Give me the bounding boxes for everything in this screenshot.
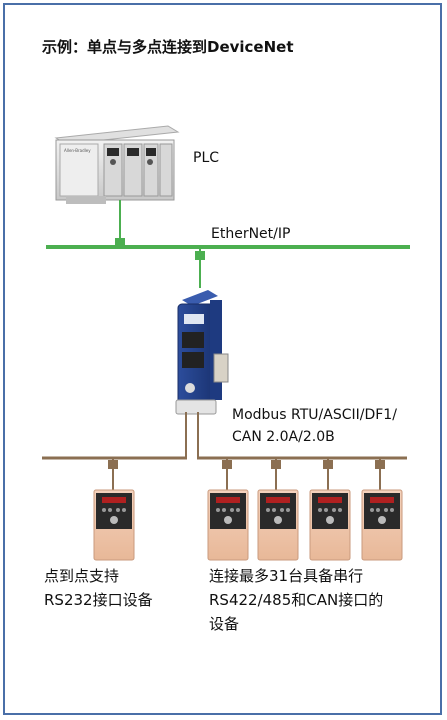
ethernet-label: EtherNet/IP xyxy=(211,226,291,242)
gateway-protocols-label: Modbus RTU/ASCII/DF1/ CAN 2.0A/2.0B xyxy=(232,404,397,448)
multi-point-line1: 连接最多31台具备串行 xyxy=(209,567,364,585)
multi-point-line2: RS422/485和CAN接口的 xyxy=(209,591,384,609)
drive-point-to-point xyxy=(93,489,135,561)
gateway-protocols-line1: Modbus RTU/ASCII/DF1/ xyxy=(232,407,397,423)
drive-drops xyxy=(108,458,385,490)
diagram-frame xyxy=(3,3,442,715)
diagram-title: 示例：单点与多点连接到DeviceNet xyxy=(42,38,294,56)
drive-multi-2 xyxy=(257,489,299,561)
plc-label: PLC xyxy=(193,150,220,166)
plc-brand-text: Allen-Bradley xyxy=(64,148,91,153)
point-to-point-line2: RS232接口设备 xyxy=(44,591,153,609)
drive-multi-1 xyxy=(207,489,249,561)
drive-multi-3 xyxy=(309,489,351,561)
plc-ethernet-connector xyxy=(115,238,125,247)
point-to-point-label: 点到点支持 RS232接口设备 xyxy=(44,564,153,612)
drive-multi-4 xyxy=(361,489,403,561)
multi-point-label: 连接最多31台具备串行 RS422/485和CAN接口的 设备 xyxy=(209,564,383,636)
multi-point-line3: 设备 xyxy=(209,615,240,633)
gateway-ethernet-connector xyxy=(195,251,205,260)
gateway-device xyxy=(175,290,229,415)
point-to-point-line1: 点到点支持 xyxy=(44,567,120,585)
gateway-protocols-line2: CAN 2.0A/2.0B xyxy=(232,429,335,445)
plc-device: Allen-Bradley xyxy=(54,125,180,204)
